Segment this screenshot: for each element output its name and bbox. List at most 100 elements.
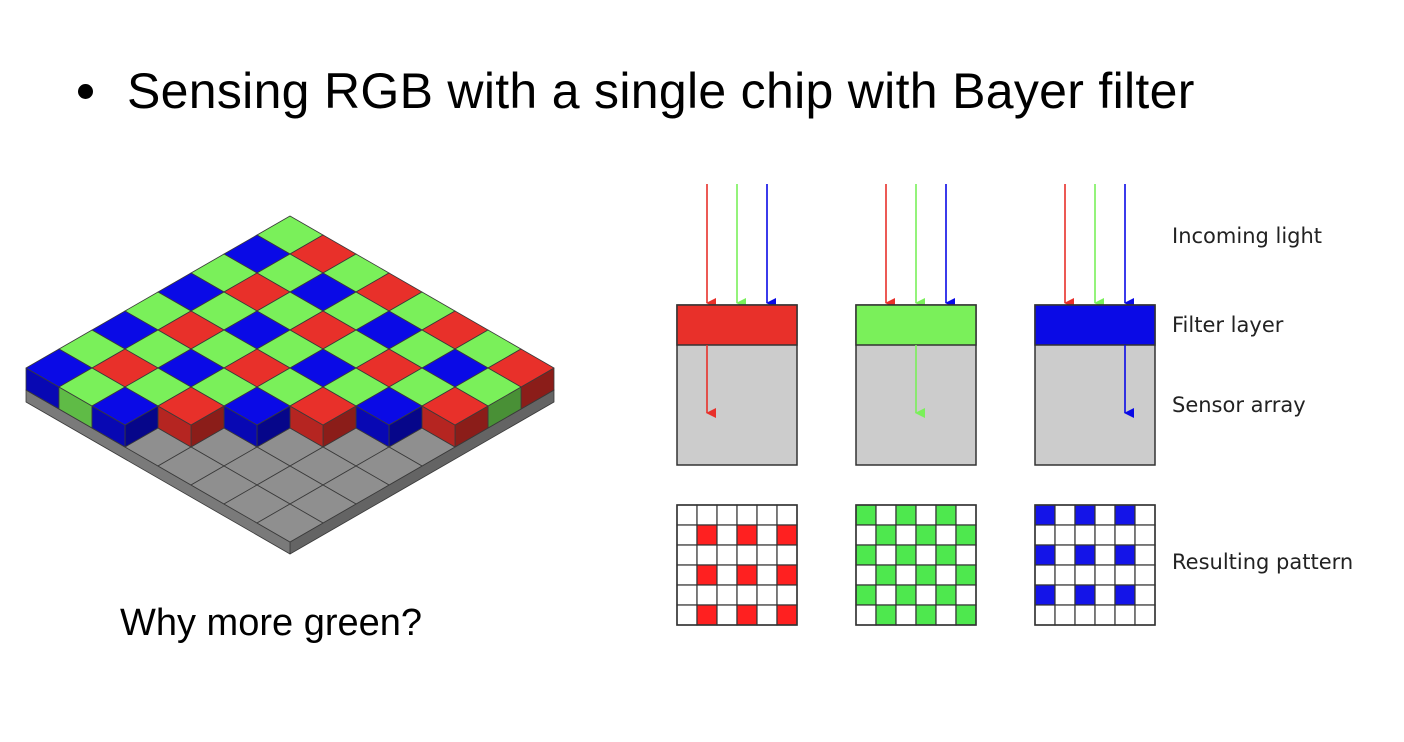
pattern-cell (716, 584, 738, 606)
pattern-cell (1114, 544, 1136, 566)
pattern-cell (895, 504, 917, 526)
pattern-cell (875, 604, 897, 626)
slide-title: Sensing RGB with a single chip with Baye… (127, 63, 1195, 119)
pattern-cell (776, 544, 798, 566)
pattern-cell (1094, 504, 1116, 526)
pattern-cell (1034, 524, 1056, 546)
pattern-cell (895, 544, 917, 566)
pattern-cell (1114, 584, 1136, 606)
pattern-cell (855, 564, 877, 586)
pattern-cell (855, 544, 877, 566)
pattern-cell (895, 584, 917, 606)
filter-layer-blue (1034, 304, 1156, 346)
label-resulting-pattern: Resulting pattern (1172, 550, 1353, 574)
tile-red (289, 386, 357, 426)
pattern-cell (1114, 564, 1136, 586)
pattern-cell (1134, 504, 1156, 526)
pattern-cell (1134, 524, 1156, 546)
pattern-cell (935, 584, 957, 606)
base-cell (256, 503, 324, 543)
pattern-grid-red (676, 504, 798, 626)
pattern-cell (1074, 544, 1096, 566)
pattern-cell (696, 544, 718, 566)
pattern-cell (696, 604, 718, 626)
pattern-cell (915, 544, 937, 566)
filter-panel-blue (1034, 184, 1156, 626)
pattern-cell (1074, 524, 1096, 546)
pattern-cell (1034, 564, 1056, 586)
pattern-cell (756, 524, 778, 546)
pattern-cell (955, 584, 977, 606)
pattern-cell (1054, 564, 1076, 586)
pattern-cell (855, 584, 877, 606)
tile-blue (91, 386, 159, 426)
pattern-cell (676, 604, 698, 626)
pattern-cell (855, 604, 877, 626)
pattern-cell (736, 604, 758, 626)
pattern-cell (895, 564, 917, 586)
pattern-cell (776, 564, 798, 586)
pattern-cell (716, 504, 738, 526)
pattern-cell (716, 544, 738, 566)
pattern-cell (855, 524, 877, 546)
pattern-cell (1134, 604, 1156, 626)
label-sensor-array: Sensor array (1172, 393, 1306, 417)
pattern-cell (895, 604, 917, 626)
pattern-cell (1074, 504, 1096, 526)
pattern-cell (736, 524, 758, 546)
pattern-cell (696, 584, 718, 606)
pattern-cell (1054, 584, 1076, 606)
pattern-cell (1114, 604, 1136, 626)
tile-red (157, 386, 225, 426)
pattern-cell (756, 604, 778, 626)
pattern-cell (776, 584, 798, 606)
pattern-cell (915, 564, 937, 586)
pattern-cell (696, 504, 718, 526)
pattern-cell (915, 604, 937, 626)
tile-red (421, 386, 489, 426)
pattern-cell (1054, 544, 1076, 566)
pattern-cell (736, 564, 758, 586)
filter-layer-red (676, 304, 798, 346)
pattern-cell (716, 564, 738, 586)
pattern-cell (1074, 564, 1096, 586)
filter-panel-red (676, 184, 798, 626)
slide-title-row: Sensing RGB with a single chip with Baye… (78, 66, 1195, 116)
pattern-cell (1094, 604, 1116, 626)
pattern-cell (776, 604, 798, 626)
pattern-cell (1094, 564, 1116, 586)
pattern-cell (1034, 584, 1056, 606)
tile-blue (223, 386, 291, 426)
label-incoming-light: Incoming light (1172, 224, 1322, 248)
pattern-cell (1074, 604, 1096, 626)
slide-caption: Why more green? (120, 602, 423, 644)
pattern-cell (716, 604, 738, 626)
pattern-cell (935, 544, 957, 566)
pattern-cell (955, 544, 977, 566)
pattern-cell (1074, 584, 1096, 606)
pattern-cell (776, 524, 798, 546)
filter-layer-green (855, 304, 977, 346)
pattern-cell (736, 504, 758, 526)
pattern-cell (1034, 544, 1056, 566)
pattern-cell (875, 524, 897, 546)
pattern-cell (696, 524, 718, 546)
pattern-cell (955, 604, 977, 626)
pattern-cell (935, 524, 957, 546)
pattern-cell (955, 504, 977, 526)
pattern-cell (1094, 584, 1116, 606)
pattern-cell (1114, 524, 1136, 546)
pattern-cell (676, 524, 698, 546)
label-filter-layer: Filter layer (1172, 313, 1284, 337)
pattern-cell (1114, 504, 1136, 526)
pattern-cell (676, 544, 698, 566)
pattern-cell (1134, 564, 1156, 586)
pattern-cell (1054, 504, 1076, 526)
pattern-cell (756, 504, 778, 526)
tile-blue (355, 386, 423, 426)
pattern-cell (756, 544, 778, 566)
pattern-cell (1134, 544, 1156, 566)
pattern-cell (716, 524, 738, 546)
pattern-grid-green (855, 504, 977, 626)
